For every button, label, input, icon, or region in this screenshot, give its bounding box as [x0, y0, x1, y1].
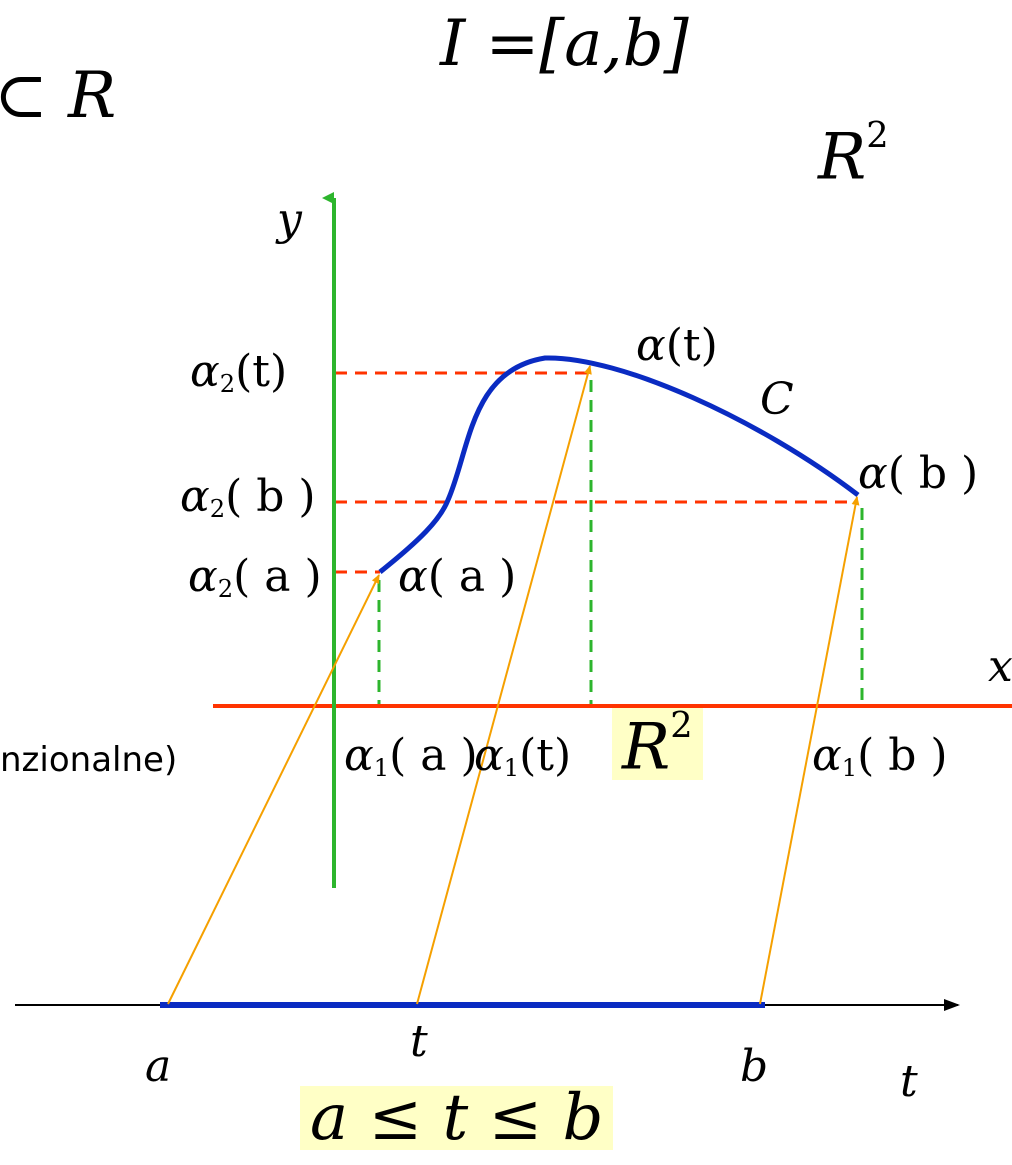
plane-r2-label: R2 [818, 115, 889, 195]
arrow-a [167, 574, 380, 1005]
curve-c-label: C [760, 374, 794, 425]
point-a-label: a [145, 1041, 172, 1092]
point-b-label: b [740, 1041, 769, 1092]
y-axis-label: y [277, 194, 302, 245]
arrow-t [416, 365, 592, 1005]
truncated-text: nzionalne) [0, 740, 178, 780]
alpha-a-label: α( a ) [398, 551, 517, 602]
alpha1-t-label: α1(t) [474, 730, 572, 783]
x-axis-label: x [988, 641, 1012, 692]
alpha-b-label: α( b ) [858, 448, 979, 499]
curve-c [378, 355, 860, 574]
alpha1-a-label: α1( a ) [344, 730, 478, 783]
interval-definition: I =[a,b] [440, 7, 689, 81]
alpha2-b-label: α2( b ) [180, 471, 316, 524]
arrow-b [759, 496, 860, 1005]
subset-of-r: ⊂ R [0, 59, 117, 133]
alpha2-t-label: α2(t) [190, 346, 288, 399]
inequality-label: a ≤ t ≤ b [300, 1086, 614, 1150]
alpha1-b-label: α1( b ) [812, 730, 948, 783]
r2-highlight-label: R2 [612, 708, 703, 780]
alpha2-a-label: α2( a ) [188, 551, 322, 604]
t-axis-label: t [900, 1056, 918, 1107]
alpha-t-label: α(t) [636, 320, 718, 371]
point-t-label: t [410, 1016, 428, 1067]
